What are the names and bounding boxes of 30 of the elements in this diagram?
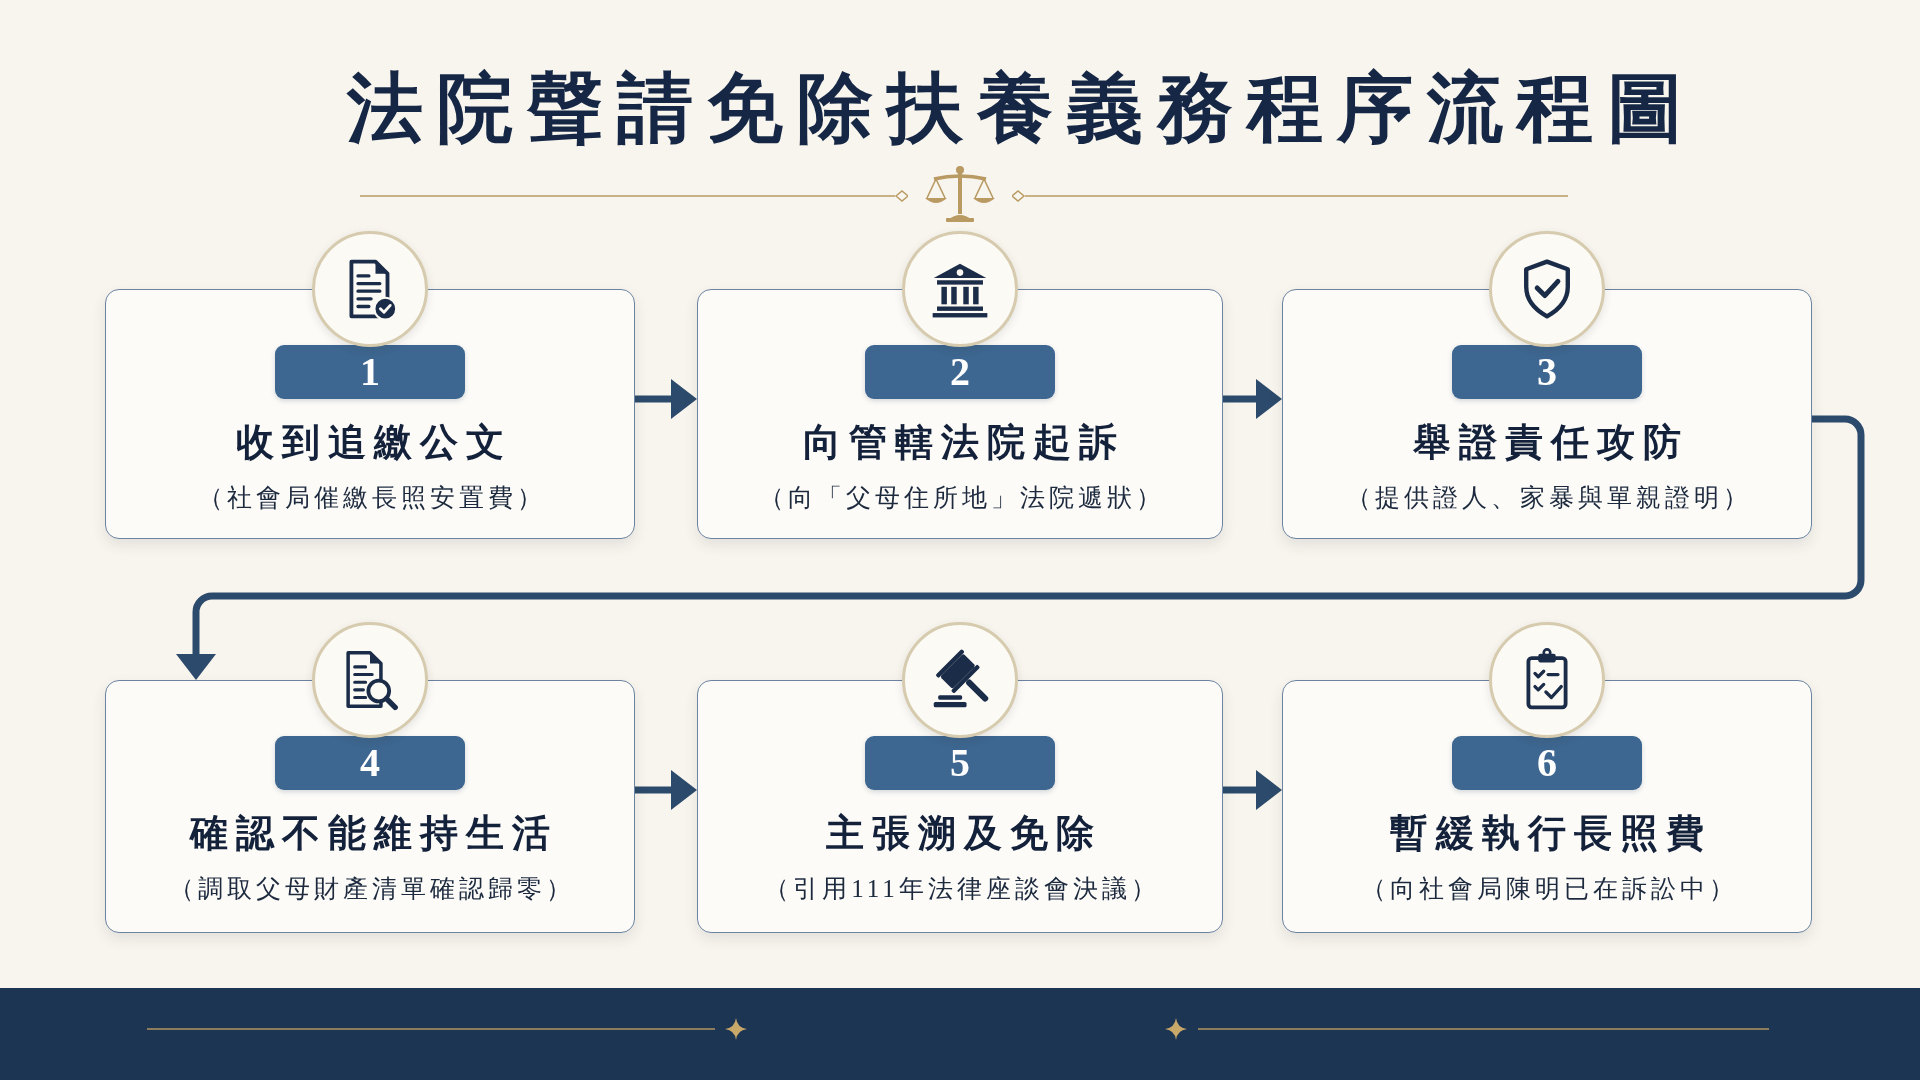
step-card (697, 289, 1223, 539)
step-number: 3 (1452, 345, 1642, 399)
step-card (105, 289, 635, 539)
arrow (635, 770, 697, 810)
step-title: 舉證責任攻防 (1412, 420, 1690, 465)
step-number: 2 (865, 345, 1055, 399)
step-card (1282, 680, 1812, 933)
step-title: 收到追繳公文 (235, 420, 513, 465)
diagram-title: 法院聲請免除扶養義務程序流程圖 (345, 65, 1698, 152)
step-number: 4 (275, 736, 465, 790)
step-card (1282, 289, 1812, 539)
step-note: （提供證人、家暴與單親證明） (1345, 483, 1753, 513)
step-note: （社會局催繳長照安置費） (197, 483, 547, 513)
step-number: 1 (275, 345, 465, 399)
step-note: （向「父母住所地」法院遞狀） (758, 483, 1166, 513)
step-card (105, 680, 635, 933)
step-note: （向社會局陳明已在訴訟中） (1359, 874, 1739, 904)
step-number: 5 (865, 736, 1055, 790)
arrow (1223, 770, 1282, 810)
step-title: 向管轄法院起訴 (802, 420, 1126, 465)
arrow (1223, 379, 1282, 419)
arrow (176, 415, 1865, 680)
step-note: （引用111年法律座談會決議） (763, 874, 1161, 904)
step-title: 暫緩執行長照費 (1389, 811, 1713, 856)
step-title: 確認不能維持生活 (188, 811, 559, 856)
step-number: 6 (1452, 736, 1642, 790)
step-card (697, 680, 1223, 933)
step-title: 主張溯及免除 (825, 811, 1103, 856)
step-note: （調取父母財產清單確認歸零） (168, 874, 576, 904)
arrow (635, 379, 697, 419)
